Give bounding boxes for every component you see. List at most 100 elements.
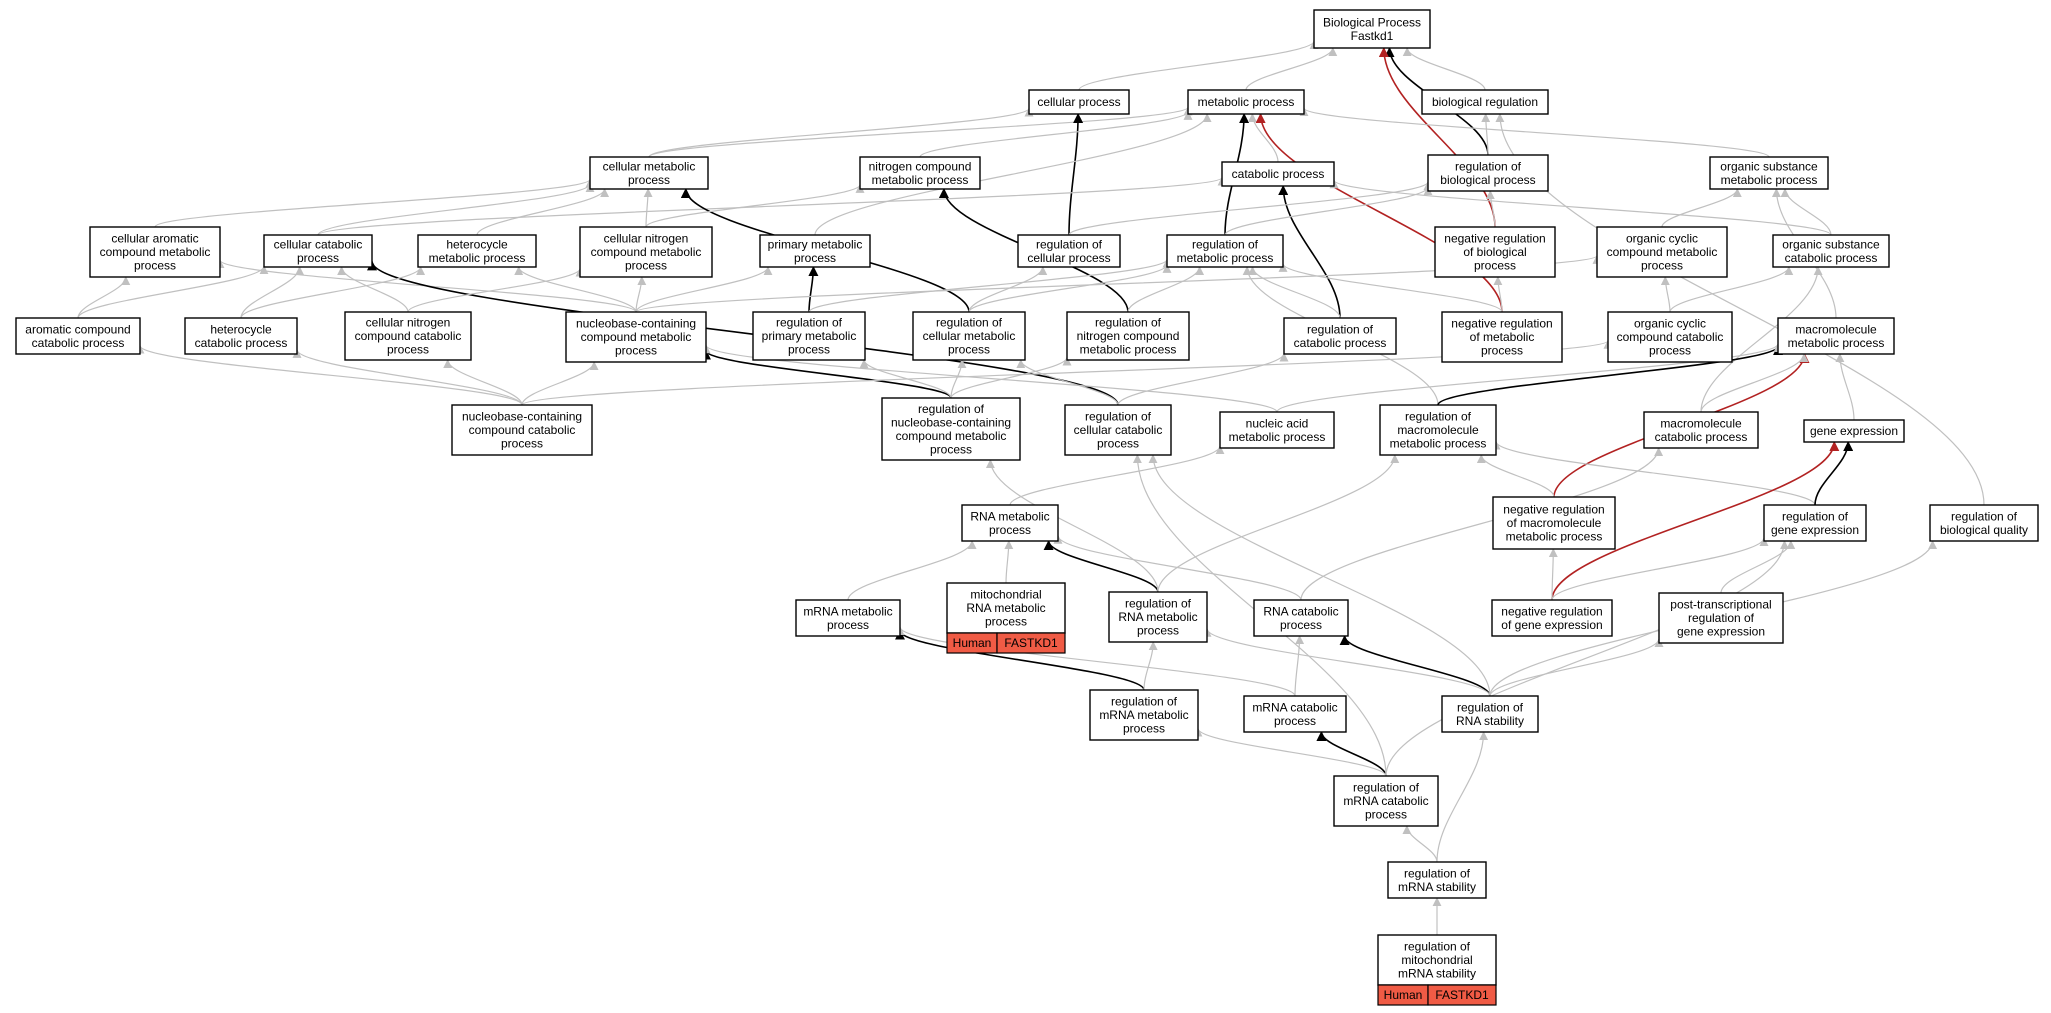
term-node-catabolic-process[interactable]: catabolic process: [1221, 161, 1335, 187]
term-box: [859, 156, 981, 190]
term-label-line: regulation of: [1404, 866, 1471, 880]
term-label-line: negative regulation: [1503, 503, 1604, 517]
term-label-line: organic cyclic: [1634, 317, 1706, 331]
term-box: [1219, 411, 1335, 449]
term-box: [1929, 504, 2039, 542]
term-node-gene-expression[interactable]: gene expression: [1803, 419, 1905, 443]
edge-post-transcriptional-to-reg-gene-expression: [1720, 540, 1796, 594]
term-label-line: macromolecule: [1660, 416, 1742, 430]
term-label-line: Fastkd1: [1351, 29, 1394, 43]
term-label-line: process: [1474, 259, 1516, 273]
edge-reg-mrna-catabolic-to-reg-gene-expression: [1385, 540, 1789, 777]
term-label-line: regulation of: [1455, 159, 1522, 173]
edge-biological-regulation-to-bp: [1402, 47, 1486, 91]
term-box: [912, 311, 1026, 361]
term-label-line: catabolic process: [195, 336, 288, 350]
term-label-line: regulation of: [1307, 322, 1374, 336]
term-box: [15, 317, 141, 355]
term-label-line: process: [615, 344, 657, 358]
term-node-metabolic-process[interactable]: metabolic process: [1187, 89, 1305, 115]
term-label-line: process: [930, 442, 972, 456]
term-node-biological-regulation[interactable]: biological regulation: [1421, 89, 1549, 115]
edge-reg-cellular-catabolic-to-reg-catabolic: [1117, 352, 1289, 406]
term-label-line: cellular nitrogen: [604, 232, 689, 246]
term-node-reg-nucleobase-metabolic[interactable]: regulation ofnucleobase-containingcompou…: [881, 397, 1021, 461]
term-label-line: gene expression: [1810, 424, 1898, 438]
term-label-line: compound metabolic: [100, 245, 211, 259]
term-label-line: negative regulation: [1444, 232, 1545, 246]
term-box: [1772, 234, 1890, 268]
term-box: [1313, 9, 1431, 49]
edge-reg-rna-stability-to-reg-rna-metabolic: [1202, 627, 1491, 697]
term-label-line: regulation of: [1353, 781, 1420, 795]
edge-nucleic-acid-metabolic-to-nucleobase-metabolic: [701, 344, 1278, 413]
edge-reg-rna-stability-to-rna-catabolic: [1339, 635, 1491, 697]
term-label-line: of macromolecule: [1507, 516, 1602, 530]
edge-neg-reg-metabolic-to-metabolic-process: [1255, 113, 1503, 313]
term-label-line: organic substance: [1782, 237, 1880, 251]
edge-gene-expression-to-macromolecule-metabolic: [1835, 353, 1855, 421]
term-label-line: process: [1123, 722, 1165, 736]
edge-mito-rna-metabolic-to-rna-metabolic: [1004, 540, 1014, 584]
term-node-cellular-process[interactable]: cellular process: [1028, 89, 1130, 115]
term-box: [759, 234, 871, 268]
term-box: [1491, 599, 1613, 637]
term-label-line: catabolic process: [32, 336, 125, 350]
term-label-line: mRNA catabolic: [1252, 700, 1337, 714]
edge-nitrogen-compound-metabolic-to-metabolic-process: [919, 110, 1193, 158]
edge-reg-cellular-catabolic-to-reg-cellular-metabolic: [1016, 359, 1119, 406]
term-box: [1803, 419, 1905, 443]
term-label-line: cellular catabolic: [274, 237, 363, 251]
term-box: [1421, 89, 1549, 115]
term-label-line: process: [948, 343, 990, 357]
edge-reg-nucleobase-metabolic-to-reg-cellular-metabolic: [950, 359, 967, 399]
